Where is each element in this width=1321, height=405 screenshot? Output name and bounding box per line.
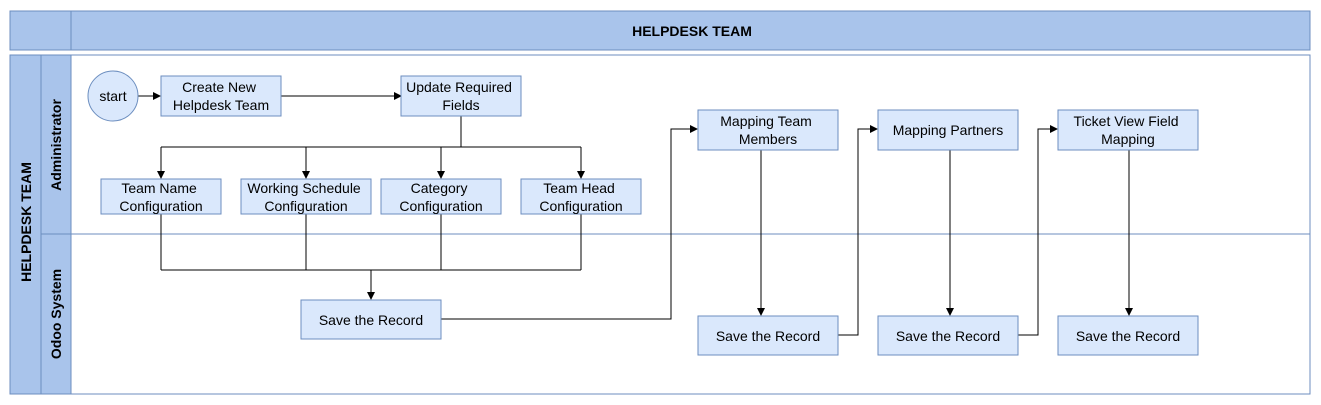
node-ticket-view-line2: Mapping <box>1101 131 1155 147</box>
svg-text:Ticket View Field Mappin: Ticket View Field Mapping <box>1074 113 1183 147</box>
edge-save2-mapping-partners <box>838 125 878 336</box>
lane-odoo-system-label: Odoo System <box>48 269 64 359</box>
node-ticket-view-field-mapping: Ticket View Field Mapping <box>1057 109 1199 151</box>
node-team-name-line2: Configuration <box>119 198 202 214</box>
node-team-head-configuration: Team Head Configuration <box>520 178 642 215</box>
header-title-cell <box>70 10 1311 51</box>
svg-text:Working Schedule Configu: Working Schedule Configuration <box>247 180 364 214</box>
svg-text:Create New Helpdesk Team: Create New Helpdesk Team <box>173 79 269 113</box>
svg-text:Team Name Configuration: Team Name Configuration <box>119 180 202 214</box>
node-working-schedule-configuration: Working Schedule Configuration <box>240 178 372 215</box>
node-update-line1: Update Required <box>406 79 512 95</box>
node-start-label: start <box>99 88 126 104</box>
node-schedule-line1: Working Schedule <box>247 180 361 196</box>
header-corner-cell <box>9 10 72 51</box>
edge-save1-mapping-members <box>441 125 698 320</box>
pool-label-strip <box>9 54 42 395</box>
lane-administrator-header <box>40 54 72 235</box>
node-create-helpdesk-team: Create New Helpdesk Team <box>160 75 282 117</box>
node-mapping-team-members: Mapping Team Members <box>697 109 839 151</box>
node-mapping-partners-label: Mapping Partners <box>893 122 1004 138</box>
node-save1-label: Save the Record <box>319 312 423 328</box>
node-save-record-3: Save the Record <box>877 315 1019 356</box>
node-save4-label: Save the Record <box>1076 328 1180 344</box>
node-mapping-partners: Mapping Partners <box>877 109 1019 151</box>
node-create-line1: Create New <box>182 79 257 95</box>
node-save-record-1: Save the Record <box>300 299 442 340</box>
header-row: HELPDESK TEAM <box>9 10 1311 51</box>
node-save3-label: Save the Record <box>896 328 1000 344</box>
node-start: start <box>87 70 139 122</box>
node-team-head-line1: Team Head <box>543 180 615 196</box>
node-category-line1: Category <box>411 180 468 196</box>
svg-text:Category Configuration: Category Configuration <box>399 180 482 214</box>
pool-title: HELPDESK TEAM <box>18 162 34 282</box>
node-save-record-2: Save the Record <box>697 315 839 356</box>
svg-text:Update Required Fields: Update Required Fields <box>406 79 516 113</box>
node-mapping-members-line2: Members <box>739 131 797 147</box>
svg-text:Mapping Team Members: Mapping Team Members <box>720 113 815 147</box>
node-category-configuration: Category Configuration <box>380 178 502 215</box>
node-create-line2: Helpdesk Team <box>173 97 269 113</box>
node-team-name-line1: Team Name <box>121 180 197 196</box>
edge-save3-ticket-view <box>1018 125 1058 336</box>
node-ticket-view-line1: Ticket View Field <box>1074 113 1179 129</box>
lane-administrator-label: Administrator <box>48 99 64 191</box>
node-save-record-4: Save the Record <box>1057 315 1199 356</box>
node-mapping-members-line1: Mapping Team <box>720 113 812 129</box>
svg-text:Team Head Configuration: Team Head Configuration <box>539 180 622 214</box>
header-title: HELPDESK TEAM <box>632 23 752 39</box>
node-save2-label: Save the Record <box>716 328 820 344</box>
node-update-line2: Fields <box>442 97 479 113</box>
node-update-required-fields: Update Required Fields <box>400 75 522 117</box>
connectors <box>138 92 1133 336</box>
node-category-line2: Configuration <box>399 198 482 214</box>
lane-odoo-system-header <box>40 233 72 395</box>
node-schedule-line2: Configuration <box>264 198 347 214</box>
node-team-head-line2: Configuration <box>539 198 622 214</box>
node-team-name-configuration: Team Name Configuration <box>100 178 222 215</box>
